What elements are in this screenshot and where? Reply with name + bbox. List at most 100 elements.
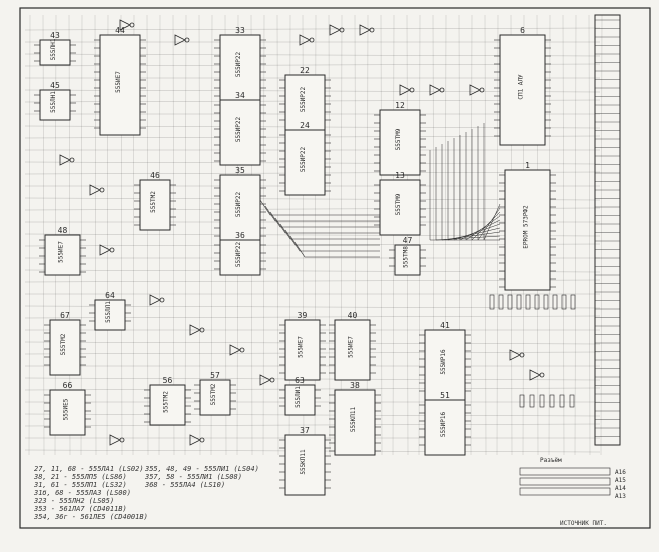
wire xyxy=(24,279,601,283)
wire xyxy=(366,14,369,456)
legend-line: 31б, 68 - 555ЛА3 (LS00) xyxy=(34,489,131,497)
chip-part: 555ИЕ7 xyxy=(348,336,355,358)
chip-part: 555ТМ2 xyxy=(150,191,157,213)
chip-51 xyxy=(424,399,466,456)
bus-line xyxy=(269,211,380,228)
wire xyxy=(24,269,601,273)
bus-line xyxy=(289,235,380,252)
gate-symbol xyxy=(359,24,371,36)
gate-inverter xyxy=(239,347,245,353)
wire xyxy=(24,207,601,211)
chip-number: 33 xyxy=(235,26,245,35)
chip-number: 1 xyxy=(525,161,530,170)
chip-part: 555ТМ8 xyxy=(403,246,410,268)
chip-number: 48 xyxy=(58,226,68,235)
gate-inverter xyxy=(479,87,485,93)
bus-line xyxy=(477,126,501,241)
chip-24 xyxy=(284,129,326,196)
chip-35 xyxy=(219,174,261,241)
legend-line: 38, 21 - 555ЛП5 (LS86) xyxy=(34,473,127,481)
chip-part: 555ТМ2 xyxy=(60,333,67,355)
gate-symbol xyxy=(189,324,201,336)
chip-part: 555ИР22 xyxy=(300,146,307,172)
bus-line xyxy=(259,199,380,216)
connector-pin-label: А14 xyxy=(615,485,626,492)
gate-inverter xyxy=(309,37,315,43)
chip-number: 64 xyxy=(105,291,115,300)
chip-number: 36 xyxy=(235,231,245,240)
chip-36 xyxy=(219,239,261,276)
legend-line: 368 - 555ЛА4 (LS10) xyxy=(145,481,226,489)
gate-inverter xyxy=(129,22,135,28)
wire xyxy=(262,14,265,456)
chip-part: 555ИР16 xyxy=(440,411,447,437)
bottom-connector-row xyxy=(519,477,611,486)
chip-number: 51 xyxy=(440,391,450,400)
wire xyxy=(158,14,161,456)
chip-number: 24 xyxy=(300,121,310,130)
gate-inverter xyxy=(369,27,375,33)
chip-number: 63 xyxy=(295,376,305,385)
resistor xyxy=(516,294,522,310)
chip-number: 13 xyxy=(395,171,405,180)
gate-symbol xyxy=(529,369,541,381)
chip-part: 555ИЕ7 xyxy=(115,71,122,93)
legend-line: 323 - 555ЛН2 (LS05) xyxy=(34,497,115,505)
gate-inverter xyxy=(99,187,105,193)
gate-symbol xyxy=(149,294,161,306)
chip-number: 47 xyxy=(403,236,413,245)
resistor xyxy=(552,294,558,310)
wire xyxy=(146,14,149,456)
bus-line xyxy=(264,205,380,222)
wire xyxy=(24,197,601,201)
chip-part: 555ИР22 xyxy=(300,86,307,112)
chip-63 xyxy=(284,384,316,416)
wire xyxy=(588,14,591,456)
resistor xyxy=(549,394,555,408)
chip-44 xyxy=(99,34,141,136)
chip-56 xyxy=(149,384,186,426)
chip-34 xyxy=(219,99,261,166)
bus-line xyxy=(453,138,501,241)
resistor xyxy=(489,294,495,310)
chip-38 xyxy=(334,389,376,456)
chip-41 xyxy=(424,329,466,401)
resistor xyxy=(498,294,504,310)
chip-40 xyxy=(334,319,371,381)
gate-inverter xyxy=(269,377,275,383)
wire xyxy=(24,27,601,31)
bus-line xyxy=(441,144,501,241)
chip-part: EPROM 573РФ2 xyxy=(523,205,530,249)
gate-symbol xyxy=(119,19,131,31)
gate-symbol xyxy=(469,84,481,96)
chip-part: 555ТМ9 xyxy=(395,128,402,150)
resistor xyxy=(525,294,531,310)
chip-part: 555ЛН1 xyxy=(50,38,57,60)
chip-number: 39 xyxy=(298,311,308,320)
gate-symbol xyxy=(399,84,411,96)
chip-number: 12 xyxy=(395,101,405,110)
gate-inverter xyxy=(539,372,545,378)
connector-pin-label: А15 xyxy=(615,477,626,484)
chip-part: 555ИР16 xyxy=(440,349,447,375)
chip-64 xyxy=(94,299,126,331)
legend-line: 31, 61 - 555ЛП1 (LS32) xyxy=(34,481,127,489)
chip-67 xyxy=(49,319,81,376)
resistor xyxy=(507,294,513,310)
chip-22 xyxy=(284,74,326,131)
gate-inverter xyxy=(339,27,345,33)
wire xyxy=(172,14,175,456)
chip-number: 40 xyxy=(348,311,358,320)
gate-symbol xyxy=(109,434,121,446)
chip-number: 6 xyxy=(520,26,525,35)
gate-symbol xyxy=(174,34,186,46)
wire xyxy=(328,14,331,456)
gate-inverter xyxy=(199,437,205,443)
wire xyxy=(496,14,499,456)
wire xyxy=(24,233,601,237)
wire xyxy=(562,14,565,456)
gate-symbol xyxy=(59,154,71,166)
gate-symbol xyxy=(429,84,441,96)
gate-inverter xyxy=(159,297,165,303)
wire xyxy=(354,14,357,456)
